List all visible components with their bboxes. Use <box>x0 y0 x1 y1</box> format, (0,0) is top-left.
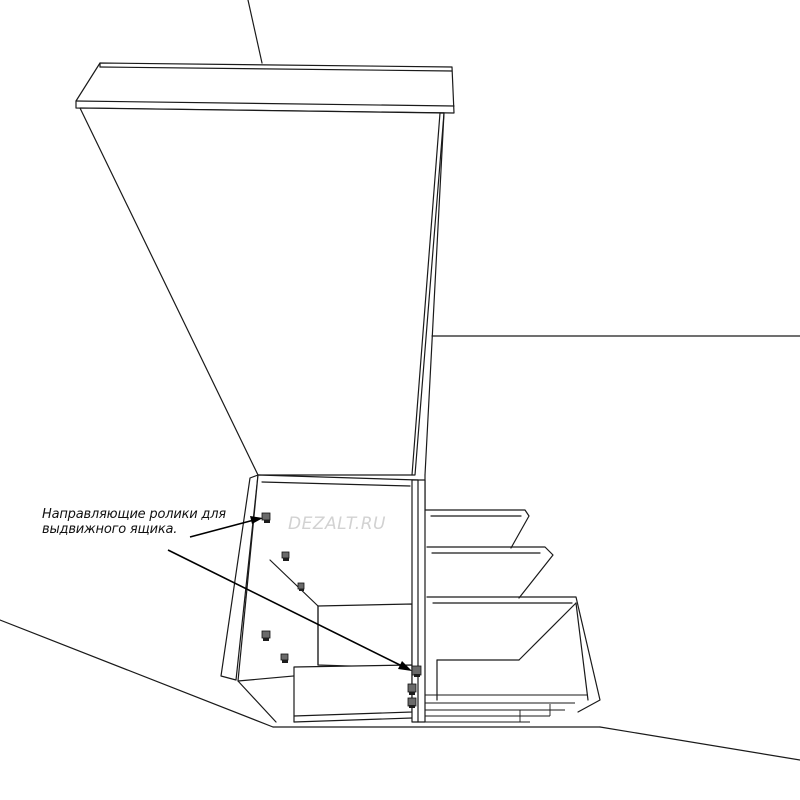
door-rollers <box>261 512 305 663</box>
tall-side-panel <box>79 107 445 511</box>
room-lines <box>0 0 800 761</box>
callout-line-2: выдвижного ящика. <box>42 522 178 537</box>
roller-icon <box>411 665 422 677</box>
roller-icon <box>407 697 417 708</box>
roller-icon <box>281 551 290 561</box>
roller-icon <box>280 653 289 663</box>
right-shelf-unit <box>424 509 601 723</box>
callout-leader-2 <box>167 549 412 671</box>
roller-icon <box>407 683 417 695</box>
arrowhead-icon <box>398 661 412 671</box>
callout-label: Направляющие ролики для выдвижного ящика… <box>42 507 242 537</box>
roller-icon <box>261 630 271 641</box>
watermark: DEZALT.RU <box>288 514 386 534</box>
top-cornice <box>75 62 455 114</box>
roller-icon <box>297 582 305 591</box>
drawer <box>293 664 413 723</box>
arrowhead-icon <box>250 516 263 524</box>
roller-icon <box>261 512 271 523</box>
partition-rollers <box>407 665 422 708</box>
callout-line-1: Направляющие ролики для <box>42 507 226 522</box>
callout-leader-1 <box>189 516 263 538</box>
middle-partition <box>411 479 426 723</box>
